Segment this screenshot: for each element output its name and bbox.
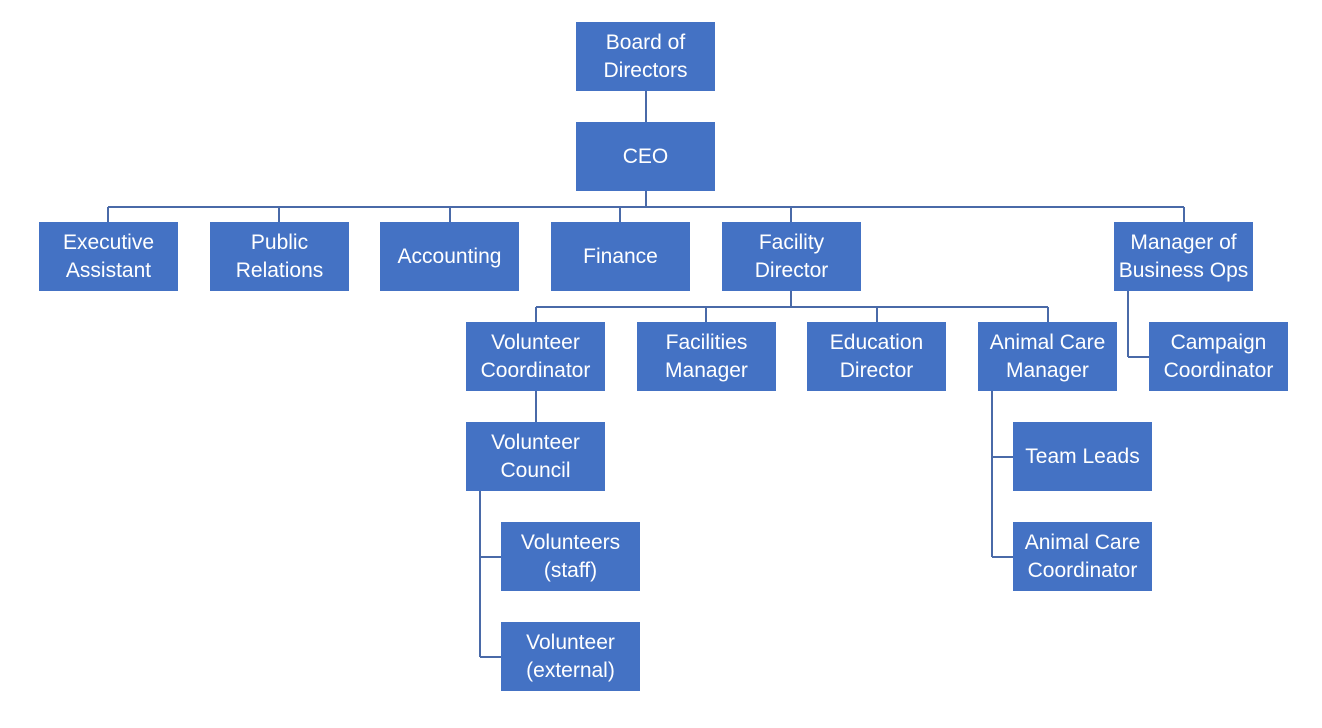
node-label: Facilities Manager [665,330,748,382]
node-label: Animal Care Coordinator [1024,530,1141,582]
node-label: Volunteers (staff) [520,530,621,582]
node-public-relations: Public Relations [210,222,349,291]
node-label: Public Relations [235,230,324,282]
node-label: Accounting [397,244,502,268]
node-volunteer-council: Volunteer Council [466,422,605,491]
node-label: Executive Assistant [62,230,155,282]
node-label: Team Leads [1025,444,1140,468]
node-animal-care-coordinator: Animal Care Coordinator [1013,522,1152,591]
node-manager-business-ops: Manager of Business Ops [1114,222,1253,291]
node-volunteers-staff: Volunteers (staff) [501,522,640,591]
node-finance: Finance [551,222,690,291]
node-label: Campaign Coordinator [1163,330,1274,382]
node-board-of-directors: Board of Directors [576,22,715,91]
node-ceo: CEO [576,122,715,191]
node-label: CEO [622,144,669,168]
node-label: Volunteer (external) [526,630,615,682]
node-facilities-manager: Facilities Manager [637,322,776,391]
node-label: Volunteer Coordinator [480,330,591,382]
node-team-leads: Team Leads [1013,422,1152,491]
node-label: Board of Directors [603,30,688,82]
node-volunteer-external: Volunteer (external) [501,622,640,691]
node-volunteer-coordinator: Volunteer Coordinator [466,322,605,391]
node-executive-assistant: Executive Assistant [39,222,178,291]
node-campaign-coordinator: Campaign Coordinator [1149,322,1288,391]
node-label: Volunteer Council [491,430,580,482]
node-label: Finance [583,244,658,268]
node-label: Animal Care Manager [989,330,1106,382]
node-label: Facility Director [754,230,829,282]
node-education-director: Education Director [807,322,946,391]
node-label: Education Director [829,330,924,382]
node-animal-care-manager: Animal Care Manager [978,322,1117,391]
node-label: Manager of Business Ops [1118,230,1249,282]
node-facility-director: Facility Director [722,222,861,291]
node-accounting: Accounting [380,222,519,291]
